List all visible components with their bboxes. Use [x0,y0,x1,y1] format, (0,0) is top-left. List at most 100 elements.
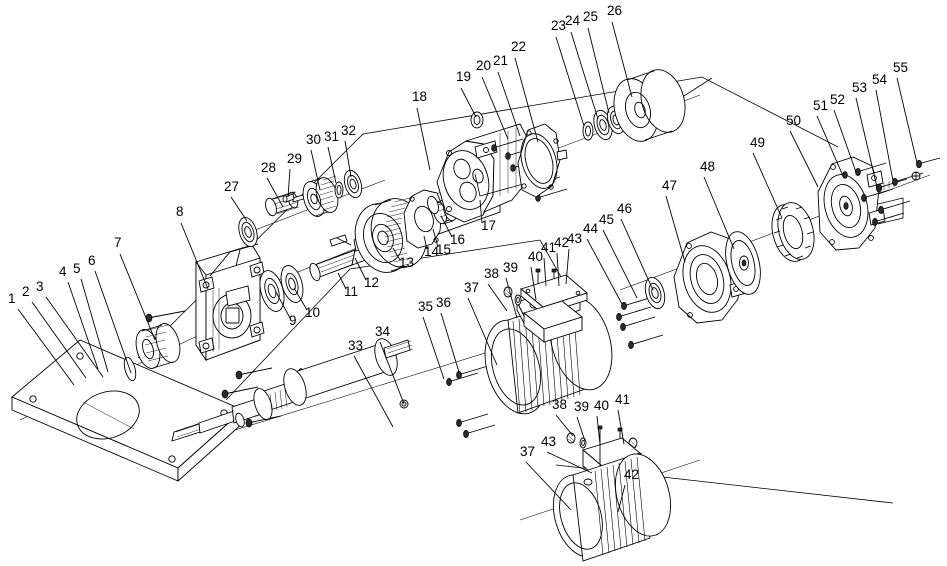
callout-leader-line [703,176,735,250]
callout-number: 37 [520,444,535,459]
parts-44-45-46-bolts [616,276,666,349]
callout-number: 44 [583,221,599,236]
callout-number: 49 [750,135,765,150]
callout-number: 17 [481,218,496,233]
callout-leader-line [617,409,625,445]
callout-number: 54 [872,72,888,87]
bolt-36 [456,365,489,379]
nut-38 [503,286,513,298]
callout-number: 52 [830,92,845,107]
callout-number: 11 [344,284,358,299]
callout-number: 23 [551,18,566,33]
callout-43: 43 [565,231,582,285]
callout-number: 14 [424,244,440,259]
callout-47: 47 [662,178,686,263]
callout-leader-line [440,312,460,373]
callout-number: 22 [511,39,526,54]
screw-55 [916,157,941,169]
callout-number: 27 [224,179,239,194]
callout-26: 26 [607,3,633,98]
callout-leader-line [230,196,248,222]
callout-number: 47 [662,178,677,193]
callout-38: 38 [484,266,508,312]
callout-leader-line [576,416,586,442]
callout-leader-line [467,297,498,366]
callout-7: 7 [114,235,156,341]
callout-number: 15 [436,242,451,257]
bolt-35b [456,413,489,427]
callout-leader-line [293,287,308,311]
callout-leader-line [422,316,445,380]
callout-leader-line [487,283,508,312]
callout-42b: 42 [617,467,639,513]
callout-number: 12 [364,275,379,290]
callout-number: 39 [503,260,518,275]
callout-19: 19 [456,69,477,118]
callout-number: 42 [554,235,569,250]
callout-leader-line [31,301,87,379]
screw-52 [855,162,887,176]
callout-number: 32 [341,123,356,138]
callout-leader-line [94,270,132,374]
callout-leader-line [611,21,633,98]
callout-1: 1 [8,291,75,386]
callout-30: 30 [306,132,321,191]
callout-number: 53 [852,80,867,95]
callout-leader-line [344,140,352,178]
callout-number: 21 [493,53,508,68]
callout-48: 48 [700,159,735,250]
callout-46: 46 [617,201,654,291]
callout-39: 39 [503,260,518,319]
callout-number: 45 [599,212,614,227]
callout-leader-line [379,341,405,405]
screw-54 [892,171,924,186]
callout-number: 30 [306,132,321,147]
callout-leader-line [555,36,585,127]
callout-leader-line [514,57,539,143]
screw-20 [491,138,524,152]
part-32-bearing [343,169,363,199]
screw-51d [872,212,905,226]
callout-53: 53 [852,80,878,188]
callout-34: 34 [375,324,405,405]
callout-leader-line [479,199,483,224]
callout-leader-line [416,107,431,171]
part-27-bearing [238,216,258,248]
washer-39-lower [579,437,587,449]
callout-leader-line [752,152,783,219]
callout-27: 27 [224,179,248,222]
callout-number: 28 [261,160,276,175]
callout-21: 21 [493,53,521,137]
bolt-a [145,310,186,323]
callout-leader-line [310,149,321,191]
callout-number: 19 [456,69,471,84]
callout-leader-line [565,248,570,285]
callout-number: 4 [59,264,67,279]
callout-8: 8 [176,204,209,290]
callout-leader-line [602,229,638,299]
callout-24: 24 [565,13,599,120]
callout-42: 42 [554,235,569,287]
part-31-snap-ring [334,181,344,199]
callout-29: 29 [287,151,302,198]
bolt-d [245,415,282,428]
callout-6: 6 [88,253,132,374]
callout-number: 48 [700,159,715,174]
callout-leader-line [530,266,537,301]
callout-41: 41 [541,240,556,287]
callout-number: 6 [88,253,96,268]
callout-leader-line [67,281,99,370]
callout-number: 33 [348,338,363,353]
callout-leader-line [119,253,156,341]
parts-33-34-rotor-shaft [171,338,414,442]
callout-leader-line [816,115,844,177]
callout-number: 36 [436,295,451,310]
callout-45: 45 [599,212,638,299]
callout-38b: 38 [552,397,574,437]
callout-32: 32 [341,123,356,178]
callout-number: 20 [476,58,491,73]
callout-22: 22 [511,39,539,143]
callout-leader-line [275,291,291,319]
callout-leader-line [80,278,109,373]
